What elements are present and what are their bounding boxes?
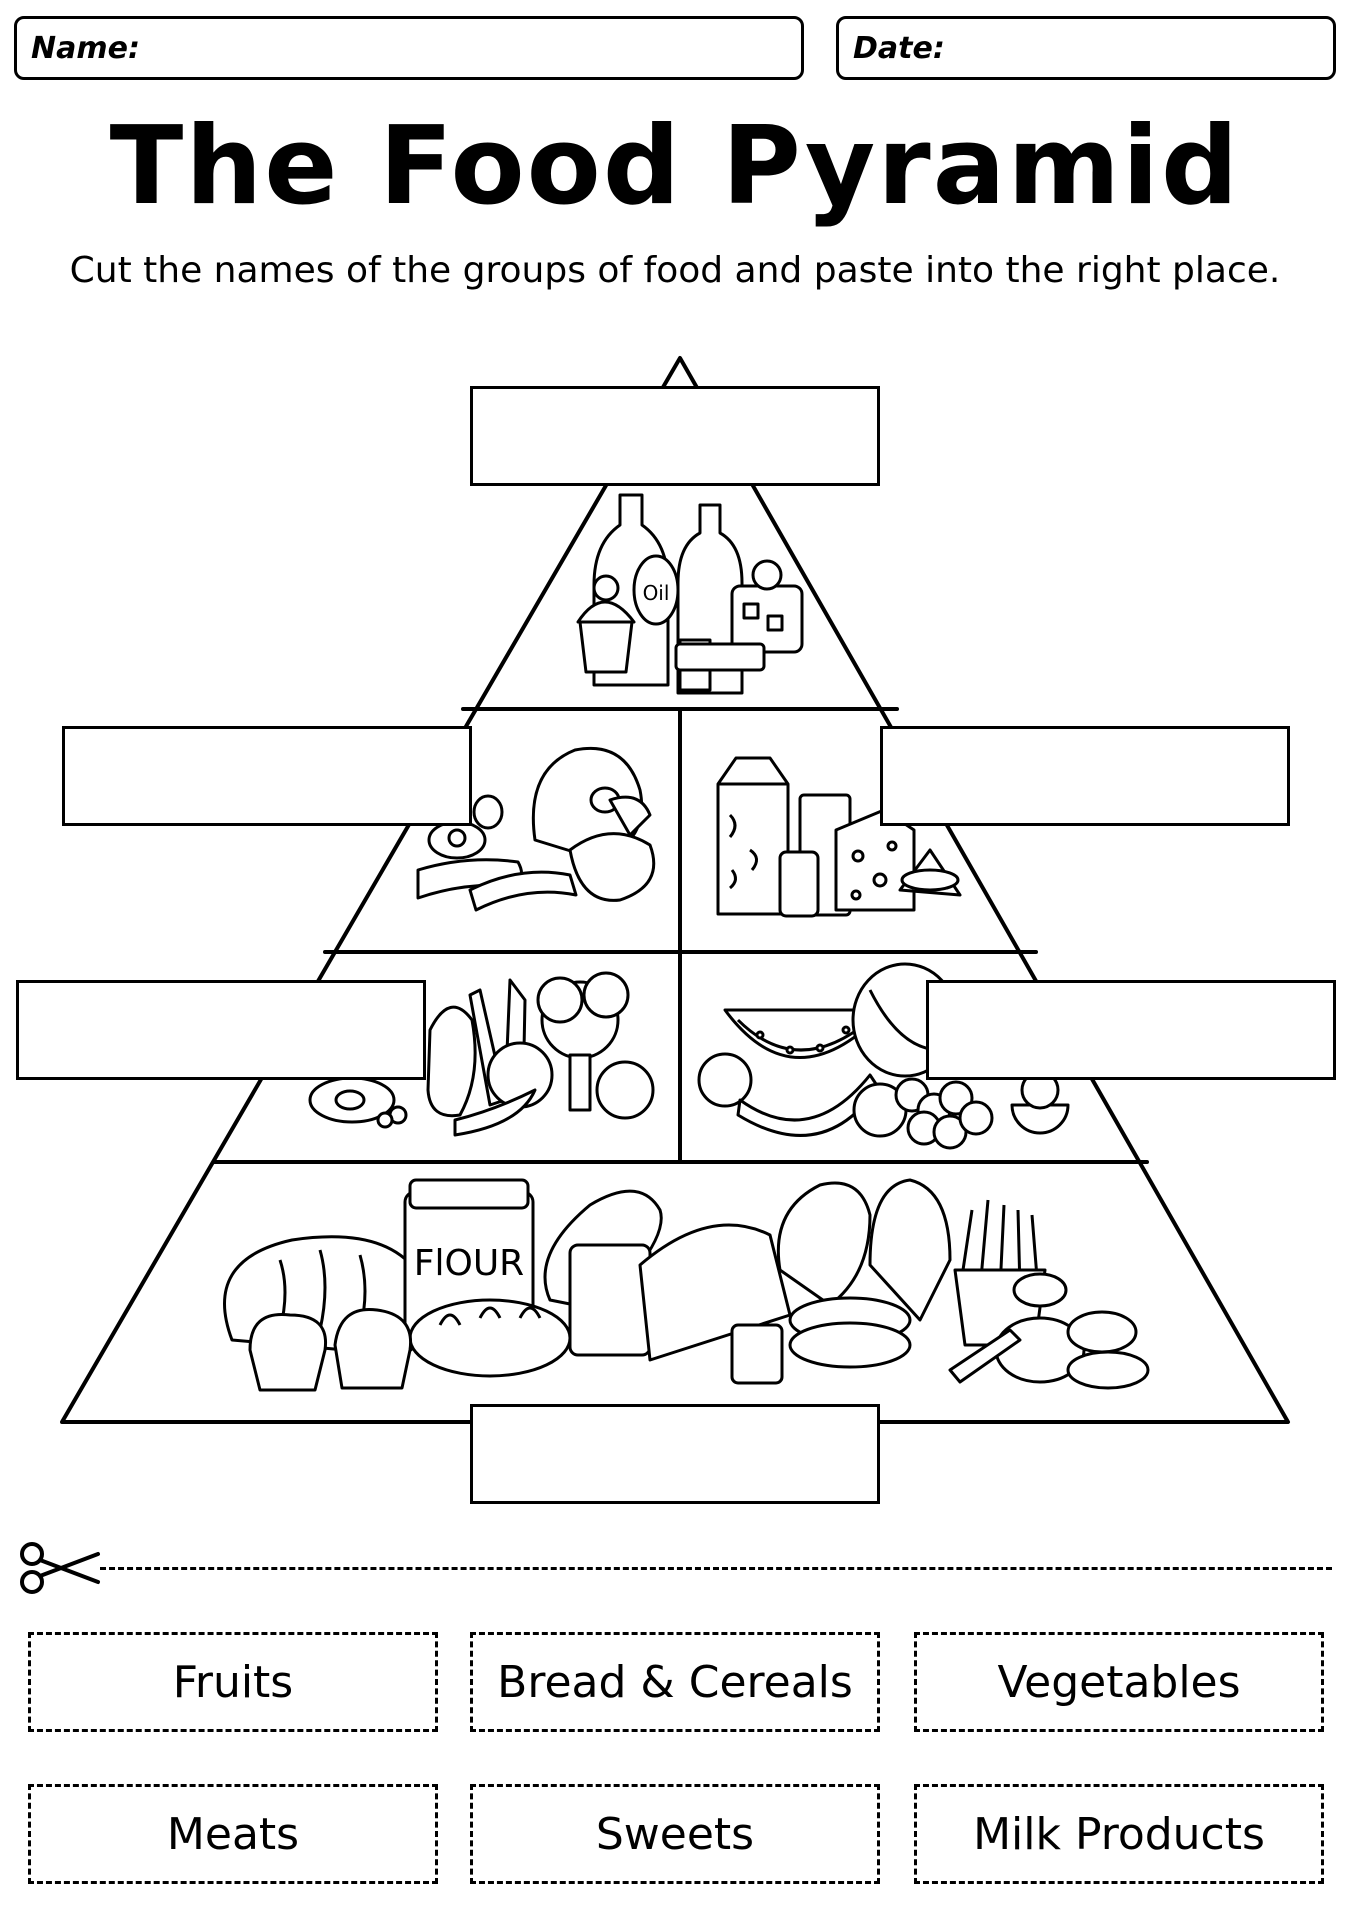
vegetables-illustration (308, 971, 655, 1137)
flour-jar-label: FlOUR (414, 1243, 524, 1284)
food-pyramid: Oil (60, 356, 1290, 1424)
date-label: Date: (853, 30, 945, 66)
cut-card-sweets[interactable]: Sweets (470, 1784, 880, 1884)
cut-card-bread-cereals[interactable]: Bread & Cereals (470, 1632, 880, 1732)
date-field[interactable]: Date: (836, 16, 1336, 80)
name-field[interactable]: Name: (14, 16, 804, 80)
cut-card-milk-products[interactable]: Milk Products (914, 1784, 1324, 1884)
slot-tier3-right[interactable] (926, 980, 1336, 1080)
meats-illustration (416, 746, 656, 912)
oil-bottle-label: Oil (643, 581, 670, 605)
instructions: Cut the names of the groups of food and … (69, 250, 1281, 291)
cut-card-meats[interactable]: Meats (28, 1784, 438, 1884)
milk-illustration (716, 756, 962, 918)
slot-tier2-left[interactable] (62, 726, 472, 826)
name-label: Name: (31, 30, 140, 66)
slot-bottom[interactable] (470, 1404, 880, 1504)
slot-tier3-left[interactable] (16, 980, 426, 1080)
cut-line (100, 1567, 1332, 1570)
slot-top[interactable] (470, 386, 880, 486)
bread-illustration (223, 1178, 1150, 1392)
sweets-illustration (576, 493, 804, 695)
scissors-icon (20, 1542, 100, 1594)
slot-tier2-right[interactable] (880, 726, 1290, 826)
cut-card-fruits[interactable]: Fruits (28, 1632, 438, 1732)
fruits-illustration (697, 962, 1070, 1150)
page-title: The Food Pyramid (109, 104, 1241, 229)
cut-card-vegetables[interactable]: Vegetables (914, 1632, 1324, 1732)
